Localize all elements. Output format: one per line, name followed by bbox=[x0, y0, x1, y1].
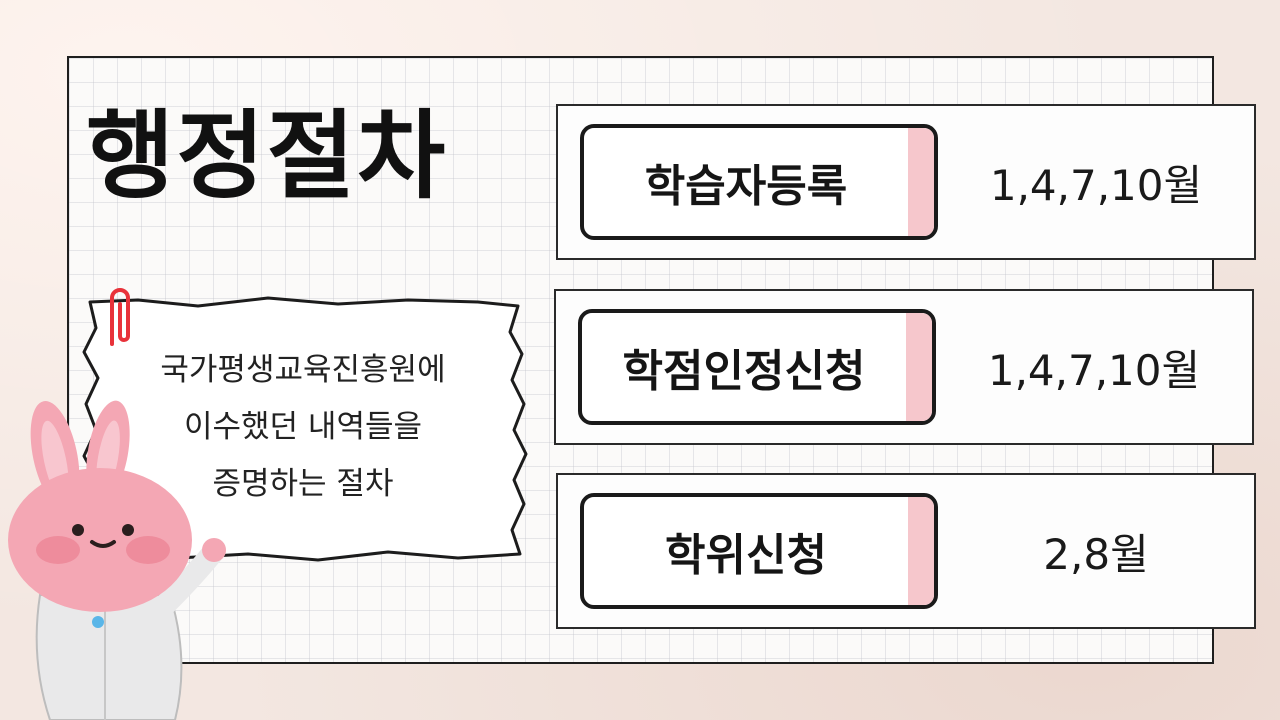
label-accent bbox=[908, 128, 934, 236]
procedure-months: 2,8월 bbox=[1043, 529, 1149, 579]
label-accent bbox=[906, 313, 932, 421]
label-accent bbox=[908, 497, 934, 605]
note-line: 증명하는 절차 bbox=[212, 466, 394, 502]
note-text: 국가평생교육진흥원에 이수했던 내역들을 증명하는 절차 bbox=[98, 342, 508, 513]
procedure-months: 1,4,7,10월 bbox=[989, 160, 1203, 210]
bunny-doctor-illustration bbox=[8, 400, 226, 720]
procedure-label: 학위신청 bbox=[665, 530, 827, 581]
procedure-label-box: 학습자등록 bbox=[580, 124, 938, 240]
note-line: 이수했던 내역들을 bbox=[183, 409, 422, 445]
procedure-row-credit: 학점인정신청 1,4,7,10월 bbox=[554, 289, 1254, 445]
procedure-row-degree: 학위신청 2,8월 bbox=[556, 473, 1256, 629]
note-line: 국가평생교육진흥원에 bbox=[160, 352, 446, 388]
procedure-row-registration: 학습자등록 1,4,7,10월 bbox=[556, 104, 1256, 260]
description-note: 국가평생교육진흥원에 이수했던 내역들을 증명하는 절차 bbox=[78, 288, 528, 564]
procedure-label: 학습자등록 bbox=[644, 161, 848, 212]
procedure-label-box: 학점인정신청 bbox=[578, 309, 936, 425]
procedure-months: 1,4,7,10월 bbox=[987, 345, 1201, 395]
paperclip-icon bbox=[110, 288, 130, 346]
page-title: 행정절차 bbox=[86, 100, 448, 212]
procedure-label-box: 학위신청 bbox=[580, 493, 938, 609]
procedure-label: 학점인정신청 bbox=[622, 346, 866, 397]
